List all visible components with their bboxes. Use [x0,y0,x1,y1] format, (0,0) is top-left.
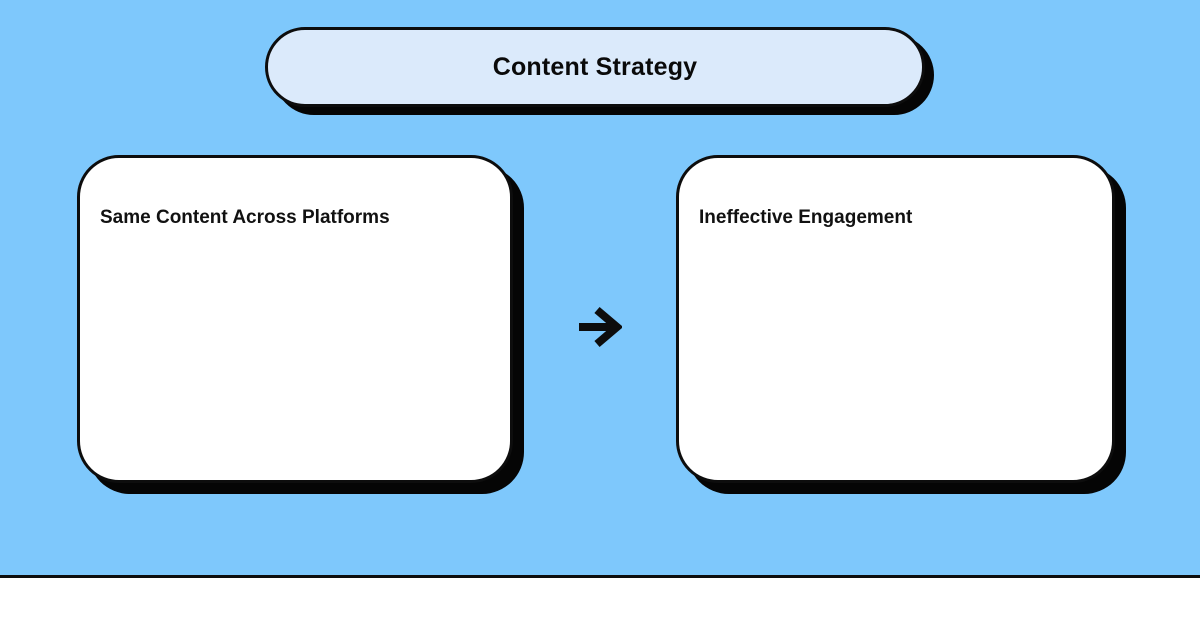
node-card-result: Ineffective Engagement [676,155,1115,483]
node-title-source: Same Content Across Platforms [100,207,390,228]
node-title-result: Ineffective Engagement [699,207,913,228]
diagram-canvas: Content Strategy Same Content Across Pla… [0,0,1200,578]
node-card-source: Same Content Across Platforms [77,155,513,483]
footer-strip [0,578,1200,627]
title-banner: Content Strategy [265,27,925,107]
arrow-right-icon [579,306,622,348]
connector [578,306,622,348]
diagram-title: Content Strategy [492,52,698,81]
